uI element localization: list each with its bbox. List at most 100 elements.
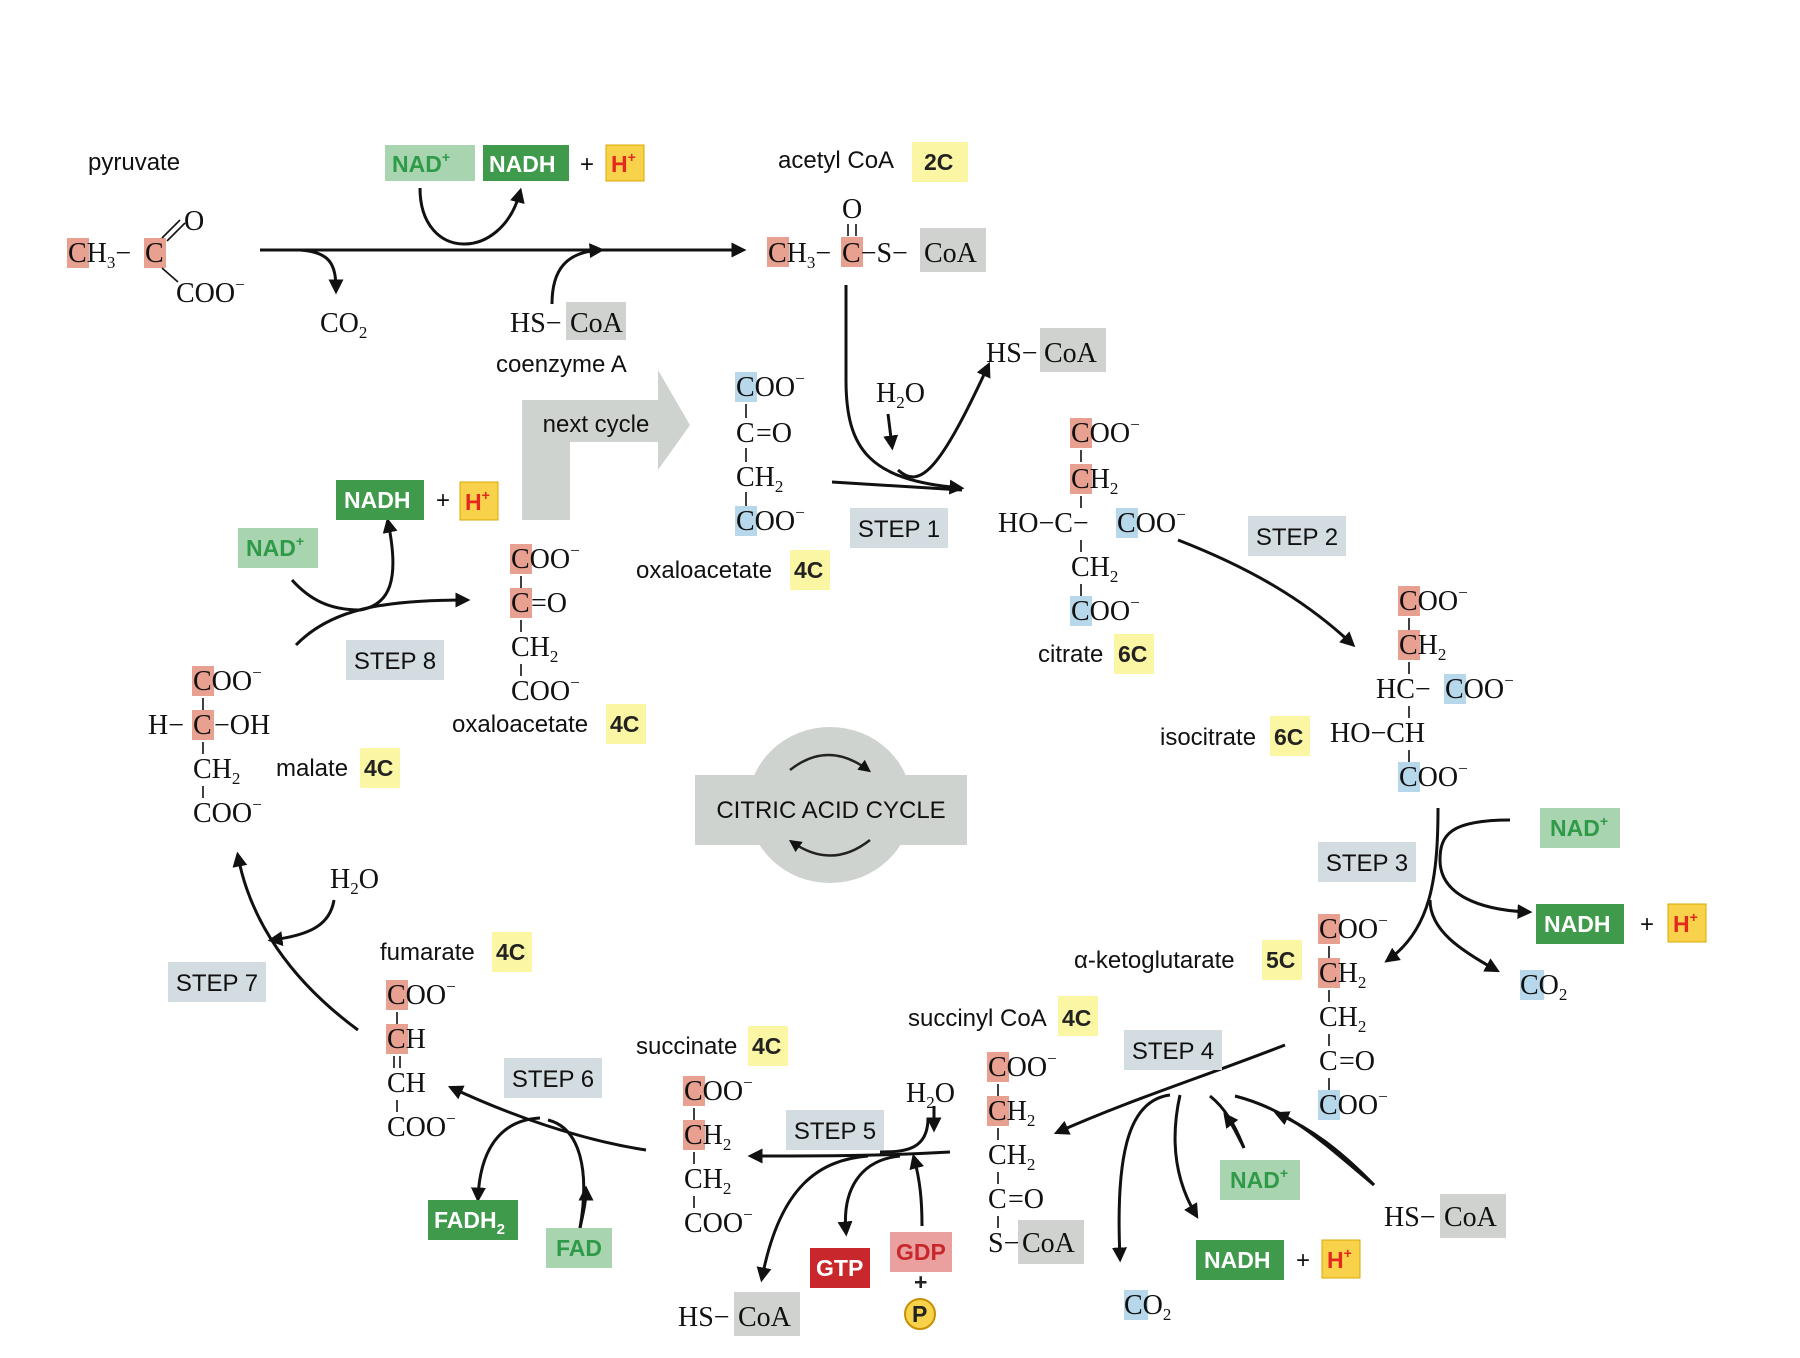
svg-text:C: C	[193, 710, 212, 741]
co2-label-1: CO2	[320, 308, 367, 342]
step5-arrow	[747, 1148, 951, 1164]
svg-text:CoA: CoA	[924, 238, 978, 269]
pyruvate-molecule: pyruvate CH3− C O COO−	[67, 149, 245, 309]
svg-text:HC−: HC−	[1376, 674, 1431, 705]
malate-label: malate	[276, 755, 348, 782]
acetyl-down-arrow	[844, 285, 965, 495]
svg-text:COO−: COO−	[193, 795, 262, 829]
svg-text:COO−: COO−	[1399, 583, 1468, 617]
gtp-label: GTP	[816, 1255, 863, 1281]
nad-to-nadh-arrow-3	[1438, 818, 1533, 920]
succinyl-coa-carbon-count: 4C	[1062, 1005, 1091, 1031]
svg-text:=O: =O	[756, 418, 792, 449]
coenzyme-a-label: coenzyme A	[496, 351, 627, 378]
svg-text:C: C	[511, 588, 530, 619]
gtp-out-arrow	[837, 1154, 901, 1237]
step2-arrow	[1177, 538, 1356, 648]
phosphate-icon	[904, 1298, 936, 1330]
svg-text:+: +	[580, 151, 594, 178]
oxaloacetate-label: oxaloacetate	[636, 557, 772, 584]
svg-text:CH2: CH2	[684, 1120, 731, 1154]
hs-coa-release-arrow	[550, 243, 605, 305]
svg-text:CH2: CH2	[988, 1096, 1035, 1130]
cycle-badge: CITRIC ACID CYCLE	[695, 727, 967, 883]
step-5-label: STEP 5	[794, 1118, 876, 1145]
step6-arrow	[447, 1085, 647, 1152]
oxaloacetate-carbon-count: 4C	[794, 557, 823, 583]
nad-to-nadh-arrow-8	[290, 517, 398, 612]
hs-coa-step1: HS− CoA H2O	[876, 328, 1106, 412]
h-ion-label-3: H+	[1673, 909, 1698, 937]
alpha-ketoglutarate-label: α-ketoglutarate	[1074, 947, 1235, 974]
hs-coa-label-4: HS−	[1384, 1202, 1436, 1233]
nad-label-8: NAD+	[246, 533, 304, 561]
hs-coa-label-5: HS−	[678, 1302, 730, 1333]
oxaloacetate-molecule: COO− C=O CH2 COO− oxaloacetate 4C	[636, 369, 830, 590]
svg-text:CH2: CH2	[684, 1164, 731, 1198]
fumarate-molecule: fumarate 4C COO− CH CH COO−	[380, 932, 532, 1143]
h2o-in-arrow-step1	[883, 413, 899, 451]
svg-text:CH2: CH2	[988, 1140, 1035, 1174]
svg-text:−OH: −OH	[214, 710, 270, 741]
pyruvate-ch3: CH	[68, 238, 107, 269]
h-ion-label-8: H+	[465, 487, 490, 515]
step3-arrow	[1384, 807, 1440, 963]
malate-carbon-count: 4C	[364, 755, 393, 781]
citrate-molecule: COO− CH2 HO−C− COO− CH2 COO− citrate 6C	[998, 415, 1186, 674]
h-ion-label-4: H+	[1327, 1245, 1352, 1273]
h2o-in-arrow-step5	[879, 1117, 930, 1154]
svg-text:HS−: HS−	[986, 338, 1038, 369]
svg-text:CH2: CH2	[1399, 630, 1446, 664]
svg-text:CoA: CoA	[738, 1302, 792, 1333]
svg-text:CH: CH	[387, 1024, 426, 1055]
pyruvate-cofactors: NAD+ NADH + H+ CO2 HS− CoA coenzyme A	[320, 144, 645, 378]
svg-text:COO−: COO−	[1071, 415, 1140, 449]
hs-coa-in-arrow-4-head	[1273, 1111, 1376, 1187]
svg-text:COO−: COO−	[684, 1073, 753, 1107]
alpha-ketoglutarate-carbon-count: 5C	[1266, 947, 1295, 973]
hs-coa-out-arrow-5	[756, 1154, 869, 1283]
co2-release-arrow-4	[1112, 1093, 1171, 1263]
svg-text:COO−: COO−	[511, 673, 580, 707]
svg-text:HO−CH: HO−CH	[1330, 718, 1425, 749]
co2-label-3: CO2	[1520, 970, 1567, 1004]
step7-arrow	[232, 851, 359, 1032]
step-3-label: STEP 3	[1326, 850, 1408, 877]
svg-text:COO−: COO−	[1399, 759, 1468, 793]
svg-text:+: +	[1296, 1247, 1310, 1274]
svg-text:COO−: COO−	[736, 503, 805, 537]
step-labels: STEP 1 STEP 2 STEP 3 STEP 4 STEP 5 STEP …	[168, 508, 1416, 1150]
step-7-label: STEP 7	[176, 970, 258, 997]
svg-text:C−S−: C−S−	[842, 238, 908, 269]
svg-text:O: O	[184, 206, 204, 237]
step3-cofactors: NAD+ NADH + H+ CO2	[1520, 808, 1707, 1004]
svg-text:COO−: COO−	[1319, 1087, 1388, 1121]
acetyl-coa-label: acetyl CoA	[778, 147, 894, 174]
gdp-in-arrow	[909, 1153, 924, 1227]
svg-text:H−: H−	[148, 710, 184, 741]
svg-text:CH2: CH2	[1319, 958, 1366, 992]
svg-text:COO−: COO−	[511, 541, 580, 575]
svg-text:CH2: CH2	[736, 462, 783, 496]
succinate-carbon-count: 4C	[752, 1033, 781, 1059]
step-8-label: STEP 8	[354, 648, 436, 675]
step8-arrow	[294, 592, 471, 647]
svg-text:+: +	[914, 1269, 927, 1295]
h2o-step1: H2O	[876, 378, 925, 412]
pyruvate-label: pyruvate	[88, 149, 180, 176]
svg-text:=O: =O	[531, 588, 567, 619]
svg-text:+: +	[436, 487, 450, 514]
oxaloacetate-regen-label: oxaloacetate	[452, 711, 588, 738]
step5-cofactors: H2O GTP GDP + P HS− CoA	[678, 1078, 955, 1336]
co2-label-4: CO2	[1124, 1290, 1171, 1324]
co2-release-arrow-3	[1428, 899, 1500, 973]
fadh2-out-arrow	[470, 1116, 541, 1203]
phosphate-label: P	[912, 1301, 927, 1327]
step6-cofactors: FADH2 FAD	[428, 1200, 612, 1268]
citrate-label: citrate	[1038, 641, 1103, 668]
oxaloacetate-regen-molecule: COO− C=O CH2 COO− oxaloacetate 4C	[452, 541, 646, 744]
step-1-label: STEP 1	[858, 516, 940, 543]
step8-cofactors: NAD+ NADH + H+	[238, 480, 499, 568]
svg-text:O: O	[842, 194, 862, 225]
